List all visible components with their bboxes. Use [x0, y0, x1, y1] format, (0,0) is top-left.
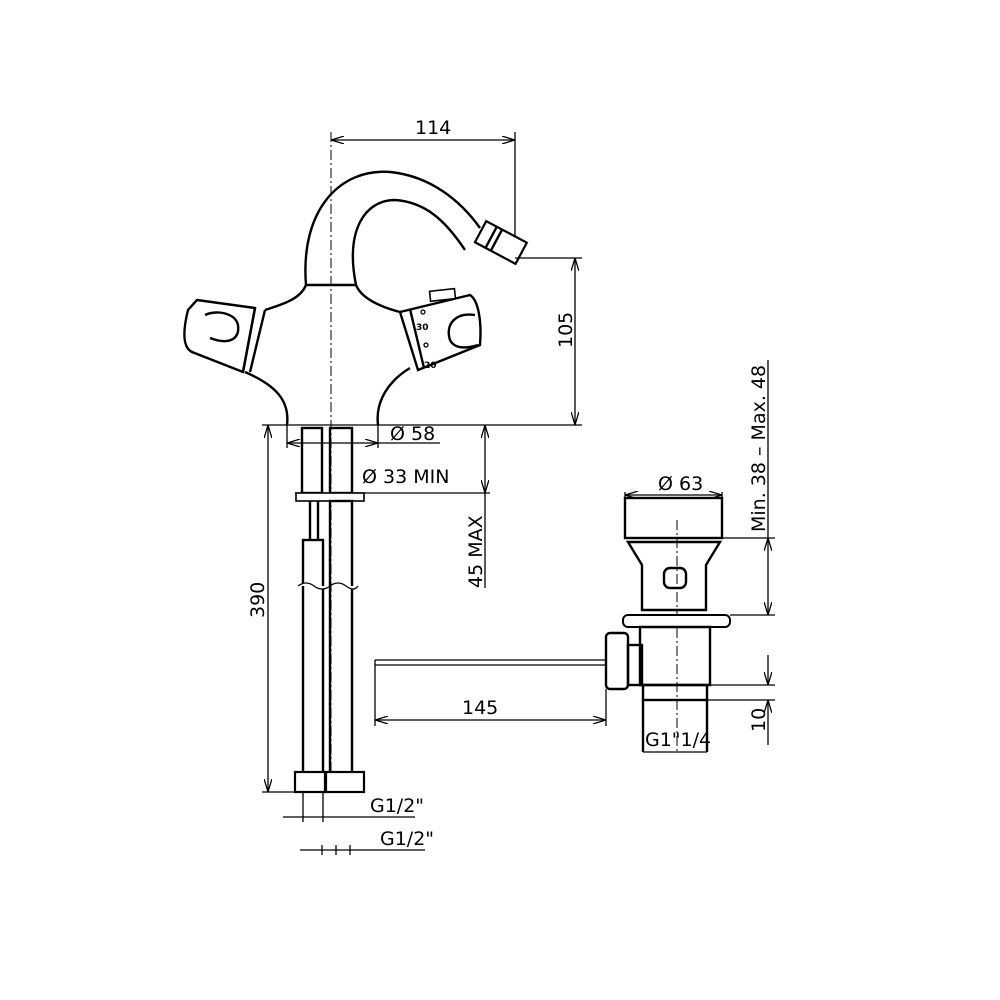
dimension-hole-diameter: Ø 33 MIN [295, 466, 490, 494]
waste-thread-label: G1"1/4 [645, 729, 711, 751]
dimension-145: 145 [375, 697, 606, 720]
dimension-45-max: 45 MAX [465, 425, 487, 588]
pop-up-waste [374, 496, 731, 752]
dim-10-label: 10 [748, 708, 770, 732]
dimension-waste-thread: G1"1/4 [643, 729, 711, 753]
dim-114-label: 114 [415, 117, 451, 139]
dimension-114: 114 [331, 117, 516, 245]
dimension-waste-range: Min. 38 – Max. 48 [722, 360, 775, 616]
dimension-hose-thread: G1/2" G1/2" [283, 792, 434, 855]
dim-range-label: Min. 38 – Max. 48 [748, 365, 770, 532]
spout [304, 170, 529, 287]
temp-marking-20: 20 [424, 361, 437, 371]
dim-63-label: Ø 63 [658, 473, 703, 495]
flexible-hoses [293, 426, 366, 794]
mixer-body [244, 284, 411, 426]
dim-45-label: 45 MAX [465, 515, 487, 588]
dimension-waste-cap: Ø 63 [624, 473, 723, 500]
dim-58-label: Ø 58 [390, 423, 435, 445]
dim-390-label: 390 [247, 582, 269, 618]
dimension-10: 10 [707, 655, 775, 745]
right-handle[interactable]: 30 20 [398, 287, 482, 372]
hose-thread-label-1: G1/2" [370, 795, 424, 817]
hose-thread-label-2: G1/2" [380, 828, 434, 850]
dimension-390: 390 [247, 425, 300, 793]
aerator-nozzle [473, 219, 529, 266]
dim-105-label: 105 [555, 312, 577, 348]
left-handle[interactable] [183, 298, 267, 374]
dimension-105: 105 [262, 257, 582, 426]
dimension-base-diameter: Ø 58 [286, 423, 440, 448]
dim-33-label: Ø 33 MIN [362, 466, 449, 488]
dim-145-label: 145 [462, 697, 498, 719]
temp-marking-30: 30 [416, 323, 429, 333]
